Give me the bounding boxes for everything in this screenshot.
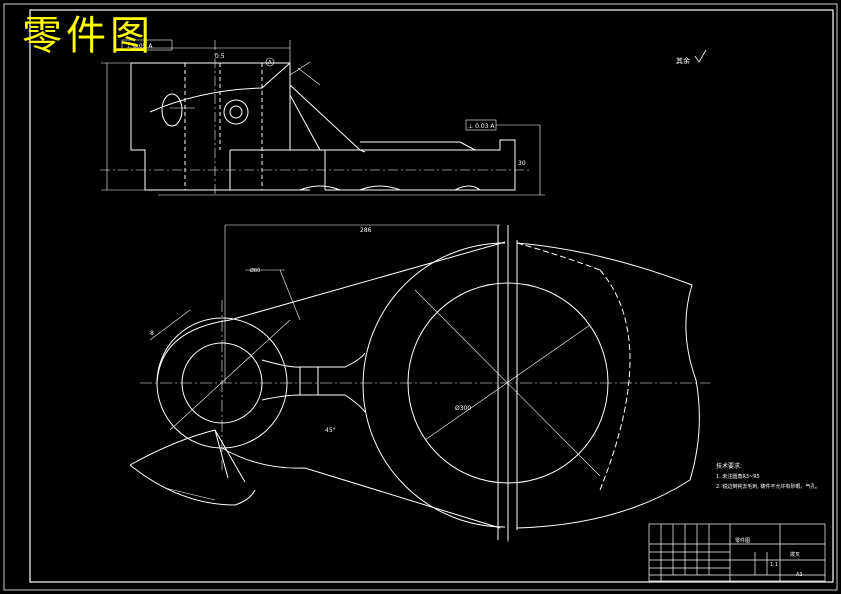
drawing-title: 零件图 xyxy=(22,13,154,59)
dim-height-right: 30 xyxy=(518,160,526,167)
dim-overall: 286 xyxy=(360,227,372,234)
title-block-scale: 1:1 xyxy=(770,562,778,568)
dim-circle-large: Ø300 xyxy=(455,405,471,412)
dim-top-width: 0.5 xyxy=(215,53,225,60)
title-block-drawing-no: 零件图 xyxy=(735,537,750,544)
datum-a: A xyxy=(268,60,272,66)
dim-circle-bore: Ø80 xyxy=(250,267,260,274)
outer-border xyxy=(3,3,838,591)
tolerance-frame-1: ⊥ 0.05 A xyxy=(126,43,153,50)
tech-req-heading: 技术要求: xyxy=(716,462,742,470)
dim-angle: 45° xyxy=(325,427,336,434)
tolerance-frame-2: ⊥ 0.03 A xyxy=(468,123,495,130)
title-block-part-name: 拨叉 xyxy=(790,551,800,558)
dim-side: 8 xyxy=(150,330,154,337)
title-block-sheet: A3 xyxy=(796,572,803,578)
roughness-note: 其余 xyxy=(676,56,690,65)
front-view xyxy=(100,39,545,196)
tech-req-item-2: 2. 锐边倒钝去毛刺, 铸件不允许有砂眼、气孔。 xyxy=(716,483,821,490)
roughness-symbol xyxy=(694,49,707,63)
plan-view xyxy=(129,224,710,545)
tech-req-item-1: 1. 未注圆角R3~R5 xyxy=(716,473,760,480)
title-block xyxy=(648,523,826,582)
inner-border xyxy=(29,9,834,583)
